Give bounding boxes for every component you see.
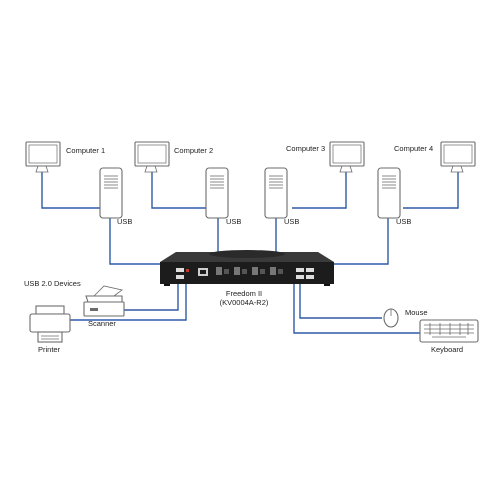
keyboard-label: Keyboard bbox=[431, 345, 463, 354]
monitor-stand bbox=[339, 165, 353, 173]
computer-1-label: Computer 1 bbox=[66, 146, 105, 155]
tower-vents bbox=[382, 175, 396, 189]
monitor-cable-4 bbox=[403, 172, 459, 209]
usb-port bbox=[176, 268, 184, 272]
usb-port bbox=[296, 268, 304, 272]
usb-port bbox=[176, 275, 184, 279]
kvm-model: (KV0004A-R2) bbox=[220, 298, 269, 307]
monitor-cable-3 bbox=[292, 172, 347, 209]
mouse bbox=[383, 308, 399, 328]
cables bbox=[41, 172, 459, 334]
usb-devices-label: USB 2.0 Devices bbox=[24, 279, 81, 288]
tower-pc-icon bbox=[99, 167, 123, 219]
monitor-screen bbox=[28, 144, 58, 164]
monitor-stand bbox=[450, 165, 464, 173]
tower-pc-icon bbox=[264, 167, 288, 219]
tower-vents bbox=[104, 175, 118, 189]
monitor-icon bbox=[25, 141, 61, 167]
monitor-2 bbox=[134, 141, 170, 173]
usb-port bbox=[306, 268, 314, 272]
tower-vents bbox=[210, 175, 224, 189]
printer-label: Printer bbox=[38, 345, 61, 354]
kvm-switch-dome bbox=[209, 250, 285, 258]
computer-2-label: Computer 2 bbox=[174, 146, 213, 155]
usb-cable-4 bbox=[316, 218, 389, 265]
tower-vents bbox=[269, 175, 283, 189]
monitor-icon bbox=[329, 141, 365, 167]
printer-cable bbox=[70, 282, 187, 321]
kvm-name: Freedom II bbox=[226, 289, 262, 298]
monitor-1 bbox=[25, 141, 61, 173]
usb-label-2: USB bbox=[226, 217, 241, 226]
keyboard-cable bbox=[293, 282, 420, 334]
scanner-icon bbox=[85, 295, 123, 303]
mouse-cable bbox=[299, 282, 382, 319]
usb-label-1: USB bbox=[117, 217, 132, 226]
console-port-inner bbox=[200, 270, 206, 274]
computer-4-label: Computer 4 bbox=[394, 144, 433, 153]
monitor-4 bbox=[440, 141, 476, 173]
monitor-cable-2 bbox=[151, 172, 206, 209]
computer-1 bbox=[99, 167, 123, 219]
monitor-screen bbox=[137, 144, 167, 164]
printer-icon bbox=[35, 305, 65, 315]
computer-3 bbox=[264, 167, 288, 219]
mouse-label: Mouse bbox=[405, 308, 428, 317]
usb-label-3: USB bbox=[284, 217, 299, 226]
computer-4 bbox=[377, 167, 401, 219]
tower-pc-icon bbox=[377, 167, 401, 219]
status-led bbox=[186, 269, 189, 272]
monitor-screen bbox=[332, 144, 362, 164]
kvm-switch bbox=[160, 250, 334, 286]
computer-ports bbox=[216, 267, 283, 275]
monitor-screen bbox=[443, 144, 473, 164]
keyboard bbox=[419, 319, 479, 343]
keyboard-icon bbox=[419, 319, 479, 343]
scanner-cable bbox=[120, 282, 179, 311]
usb-cable-1 bbox=[109, 218, 168, 265]
printer bbox=[29, 305, 71, 343]
scanner bbox=[83, 285, 125, 317]
scanner-label: Scanner bbox=[88, 319, 116, 328]
monitor-stand bbox=[35, 165, 49, 173]
monitor-icon bbox=[440, 141, 476, 167]
keyboard-keys bbox=[424, 323, 474, 338]
monitor-stand bbox=[144, 165, 158, 173]
monitor-3 bbox=[329, 141, 365, 173]
tower-pc-icon bbox=[205, 167, 229, 219]
usb-label-4: USB bbox=[396, 217, 411, 226]
usb-port bbox=[306, 275, 314, 279]
monitor-cable-1 bbox=[41, 172, 100, 209]
computer-3-label: Computer 3 bbox=[286, 144, 325, 153]
monitor-icon bbox=[134, 141, 170, 167]
usb-port bbox=[296, 275, 304, 279]
computer-2 bbox=[205, 167, 229, 219]
